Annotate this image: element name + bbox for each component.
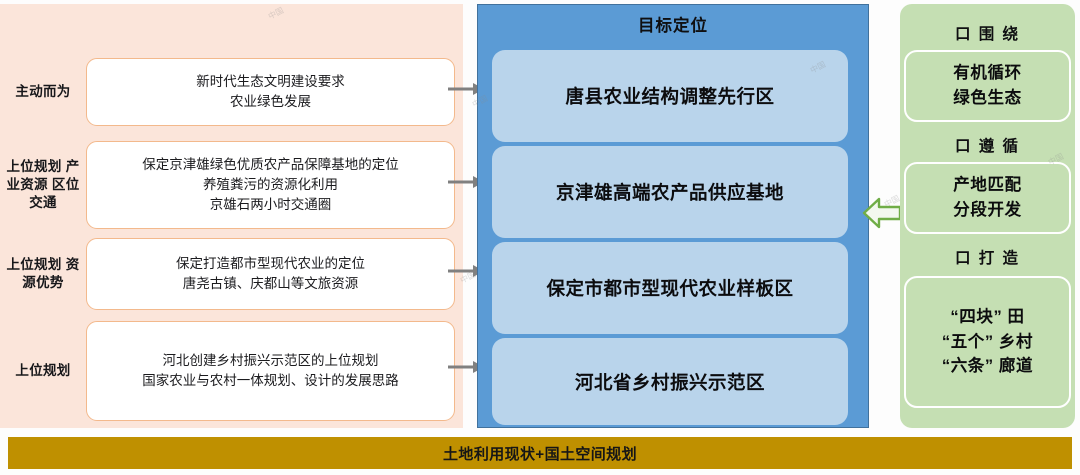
left-row-4-box[interactable]: 河北创建乡村振兴示范区的上位规划 国家农业与农村一体规划、设计的发展思路 (86, 321, 455, 421)
left-row-2-label-line-1: 上位规划 (6, 159, 62, 175)
right-group-2-box[interactable]: 产地匹配 分段开发 (904, 162, 1071, 234)
right-group-1-box[interactable]: 有机循环 绿色生态 (904, 50, 1071, 122)
left-row-3-label-line-1: 上位规划 (6, 257, 62, 273)
right-group-3-heading: 口 打 造 (954, 250, 1021, 267)
left-row-1: 主动而为 新时代生态文明建设要求 农业绿色发展 (0, 58, 463, 126)
right-group-1-line-1: 有机循环 (953, 64, 1022, 83)
left-row-4-text-line-1: 河北创建乡村振兴示范区的上位规划 (162, 352, 379, 368)
right-group-3-box[interactable]: “四块” 田 “五个” 乡村 “六条” 廊道 (904, 276, 1071, 408)
bottom-bar-label: 土地利用现状+国土空间规划 (443, 445, 637, 463)
right-group-2-heading: 口 遵 循 (954, 138, 1021, 155)
center-box-3[interactable]: 保定市都市型现代农业样板区 (492, 242, 848, 334)
left-row-4-text-line-2: 国家农业与农村一体规划、设计的发展思路 (142, 373, 399, 388)
bottom-bar: 土地利用现状+国土空间规划 (8, 437, 1072, 469)
center-box-4[interactable]: 河北省乡村振兴示范区 (492, 338, 848, 425)
left-row-3-text-line-1: 保定打造都市型现代农业的定位 (176, 255, 365, 271)
right-panel: 口 围 绕 有机循环 绿色生态 口 遵 循 产地匹配 分段开发 口 打 造 “四… (900, 4, 1075, 428)
left-row-3-text-line-2: 唐尧古镇、庆都山等文旅资源 (182, 276, 359, 291)
center-panel: 目标定位 唐县农业结构调整先行区 京津雄高端农产品供应基地 保定市都市型现代农业… (477, 4, 869, 428)
left-panel: 主动而为 新时代生态文明建设要求 农业绿色发展 上位规划 产业资源 区位交通 保… (0, 4, 463, 428)
left-row-2-text-line-2: 养殖粪污的资源化利用 (203, 176, 338, 192)
center-box-2[interactable]: 京津雄高端农产品供应基地 (492, 146, 848, 238)
left-row-2-label: 上位规划 产业资源 区位交通 (0, 158, 86, 211)
left-row-3-label: 上位规划 资源优势 (0, 256, 86, 292)
right-group-1-line-2: 绿色生态 (953, 89, 1022, 107)
left-row-1-box[interactable]: 新时代生态文明建设要求 农业绿色发展 (86, 58, 455, 126)
right-group-2-line-1: 产地匹配 (953, 176, 1022, 195)
center-box-1[interactable]: 唐县农业结构调整先行区 (492, 50, 848, 142)
left-row-1-label-line-1: 主动而为 (15, 84, 71, 100)
right-group-3-line-1: “四块” 田 (950, 307, 1025, 326)
left-row-2: 上位规划 产业资源 区位交通 保定京津雄绿色优质农产品保障基地的定位 养殖粪污的… (0, 141, 463, 229)
left-row-4: 上位规划 河北创建乡村振兴示范区的上位规划 国家农业与农村一体规划、设计的发展思… (0, 321, 463, 421)
left-row-2-label-line-3: 区位交通 (29, 177, 80, 210)
right-group-1-heading: 口 围 绕 (954, 26, 1021, 43)
left-row-2-box[interactable]: 保定京津雄绿色优质农产品保障基地的定位 养殖粪污的资源化利用 京雄石两小时交通圈 (86, 141, 455, 229)
left-row-4-label: 上位规划 (0, 362, 86, 380)
left-row-1-text-line-1: 新时代生态文明建设要求 (196, 73, 345, 89)
right-group-3-line-2: “五个” 乡村 (941, 332, 1034, 351)
center-panel-title: 目标定位 (638, 17, 708, 35)
green-left-arrow-icon (862, 192, 902, 234)
right-group-3-line-3: “六条” 廊道 (941, 357, 1034, 376)
left-row-2-label-line-2: 产业资源 (6, 159, 80, 193)
left-row-2-text-line-3: 京雄石两小时交通圈 (209, 197, 332, 213)
left-row-1-label: 主动而为 (0, 83, 86, 101)
right-group-2-line-2: 分段开发 (953, 201, 1022, 219)
left-row-3: 上位规划 资源优势 保定打造都市型现代农业的定位 唐尧古镇、庆都山等文旅资源 (0, 238, 463, 310)
left-row-4-label-line-1: 上位规划 (15, 363, 71, 379)
left-row-3-box[interactable]: 保定打造都市型现代农业的定位 唐尧古镇、庆都山等文旅资源 (86, 238, 455, 310)
left-row-2-text-line-1: 保定京津雄绿色优质农产品保障基地的定位 (142, 156, 399, 172)
left-row-3-label-line-2: 资源优势 (22, 257, 80, 290)
left-row-1-text-line-2: 农业绿色发展 (230, 94, 311, 109)
